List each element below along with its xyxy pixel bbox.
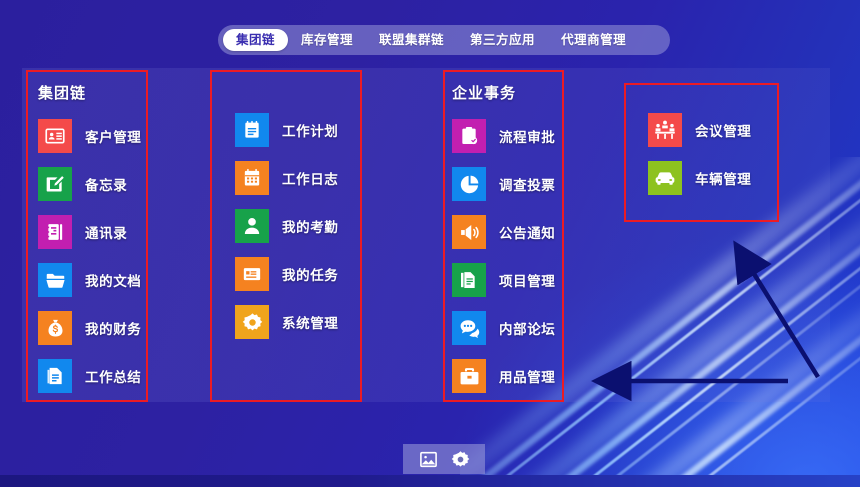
menu-label: 公告通知 bbox=[499, 226, 556, 241]
menu-item-vehicle-management[interactable]: 车辆管理 bbox=[648, 154, 751, 202]
menu-label: 工作计划 bbox=[282, 124, 339, 139]
gear-icon bbox=[235, 305, 269, 339]
tab-lianmengjiqunlian[interactable]: 联盟集群链 bbox=[379, 33, 445, 47]
column-group-chain: 集团链 客户管理 备忘录 通讯录 我的文档 bbox=[38, 82, 141, 400]
menu-item-project-management[interactable]: 项目管理 bbox=[452, 256, 555, 304]
menu-label: 我的任务 bbox=[282, 268, 339, 283]
menu-label: 车辆管理 bbox=[695, 172, 752, 187]
menu-label: 备忘录 bbox=[85, 178, 128, 193]
pie-chart-icon bbox=[452, 167, 486, 201]
menu-item-address-book[interactable]: 通讯录 bbox=[38, 208, 141, 256]
menu-label: 会议管理 bbox=[695, 124, 752, 139]
menu-item-survey-vote[interactable]: 调查投票 bbox=[452, 160, 555, 208]
menu-label: 我的财务 bbox=[85, 322, 142, 337]
gear-icon[interactable] bbox=[450, 449, 470, 469]
bottom-strip bbox=[0, 475, 860, 487]
menu-item-memo[interactable]: 备忘录 bbox=[38, 160, 141, 208]
bottom-dock bbox=[403, 444, 485, 474]
menu-label: 流程审批 bbox=[499, 130, 556, 145]
folder-icon bbox=[38, 263, 72, 297]
megaphone-icon bbox=[452, 215, 486, 249]
menu-item-work-log[interactable]: 工作日志 bbox=[235, 154, 338, 202]
menu-label: 工作日志 bbox=[282, 172, 339, 187]
menu-item-my-documents[interactable]: 我的文档 bbox=[38, 256, 141, 304]
menu-label: 调查投票 bbox=[499, 178, 556, 193]
menu-label: 我的考勤 bbox=[282, 220, 339, 235]
menu-label: 我的文档 bbox=[85, 274, 142, 289]
money-bag-icon bbox=[38, 311, 72, 345]
menu-item-customer-management[interactable]: 客户管理 bbox=[38, 112, 141, 160]
briefcase-icon bbox=[452, 359, 486, 393]
note-edit-icon bbox=[38, 167, 72, 201]
menu-item-internal-forum[interactable]: 内部论坛 bbox=[452, 304, 555, 352]
menu-label: 用品管理 bbox=[499, 370, 556, 385]
tab-dailishangguanli[interactable]: 代理商管理 bbox=[561, 33, 627, 47]
notepad-icon bbox=[235, 113, 269, 147]
menu-label: 系统管理 bbox=[282, 316, 339, 331]
meeting-people-icon bbox=[648, 113, 682, 147]
menu-label: 内部论坛 bbox=[499, 322, 556, 337]
menu-item-meeting-management[interactable]: 会议管理 bbox=[648, 106, 751, 154]
menu-item-work-plan[interactable]: 工作计划 bbox=[235, 106, 338, 154]
tab-jituanlian[interactable]: 集团链 bbox=[223, 29, 289, 51]
chat-bubble-icon bbox=[452, 311, 486, 345]
menu-item-work-summary[interactable]: 工作总结 bbox=[38, 352, 141, 400]
menu-label: 工作总结 bbox=[85, 370, 142, 385]
column-title-group-chain: 集团链 bbox=[38, 85, 87, 102]
document-list-icon bbox=[38, 359, 72, 393]
car-icon bbox=[648, 161, 682, 195]
id-card-icon bbox=[38, 119, 72, 153]
menu-label: 项目管理 bbox=[499, 274, 556, 289]
tab-disanfangyingyong[interactable]: 第三方应用 bbox=[470, 33, 536, 47]
menu-item-supplies-management[interactable]: 用品管理 bbox=[452, 352, 555, 400]
user-icon bbox=[235, 209, 269, 243]
top-tab-bar: 集团链 库存管理 联盟集群链 第三方应用 代理商管理 bbox=[218, 25, 670, 55]
menu-item-process-approval[interactable]: 流程审批 bbox=[452, 112, 555, 160]
menu-label: 通讯录 bbox=[85, 226, 128, 241]
address-book-icon bbox=[38, 215, 72, 249]
task-card-icon bbox=[235, 257, 269, 291]
menu-item-my-attendance[interactable]: 我的考勤 bbox=[235, 202, 338, 250]
menu-item-system-management[interactable]: 系统管理 bbox=[235, 298, 338, 346]
menu-item-announcement[interactable]: 公告通知 bbox=[452, 208, 555, 256]
menu-label: 客户管理 bbox=[85, 130, 142, 145]
stacked-docs-icon bbox=[452, 263, 486, 297]
menu-item-my-finance[interactable]: 我的财务 bbox=[38, 304, 141, 352]
calendar-icon bbox=[235, 161, 269, 195]
column-enterprise-affairs: 企业事务 流程审批 调查投票 公告通知 项目管理 bbox=[452, 82, 555, 400]
column-work: 工作计划 工作日志 我的考勤 我的任务 系统管理 bbox=[235, 106, 338, 346]
column-admin: 会议管理 车辆管理 bbox=[648, 106, 751, 202]
tab-kucunguanli[interactable]: 库存管理 bbox=[301, 33, 354, 47]
image-icon[interactable] bbox=[418, 449, 438, 469]
clipboard-check-icon bbox=[452, 119, 486, 153]
menu-item-my-tasks[interactable]: 我的任务 bbox=[235, 250, 338, 298]
column-title-enterprise-affairs: 企业事务 bbox=[452, 85, 517, 102]
